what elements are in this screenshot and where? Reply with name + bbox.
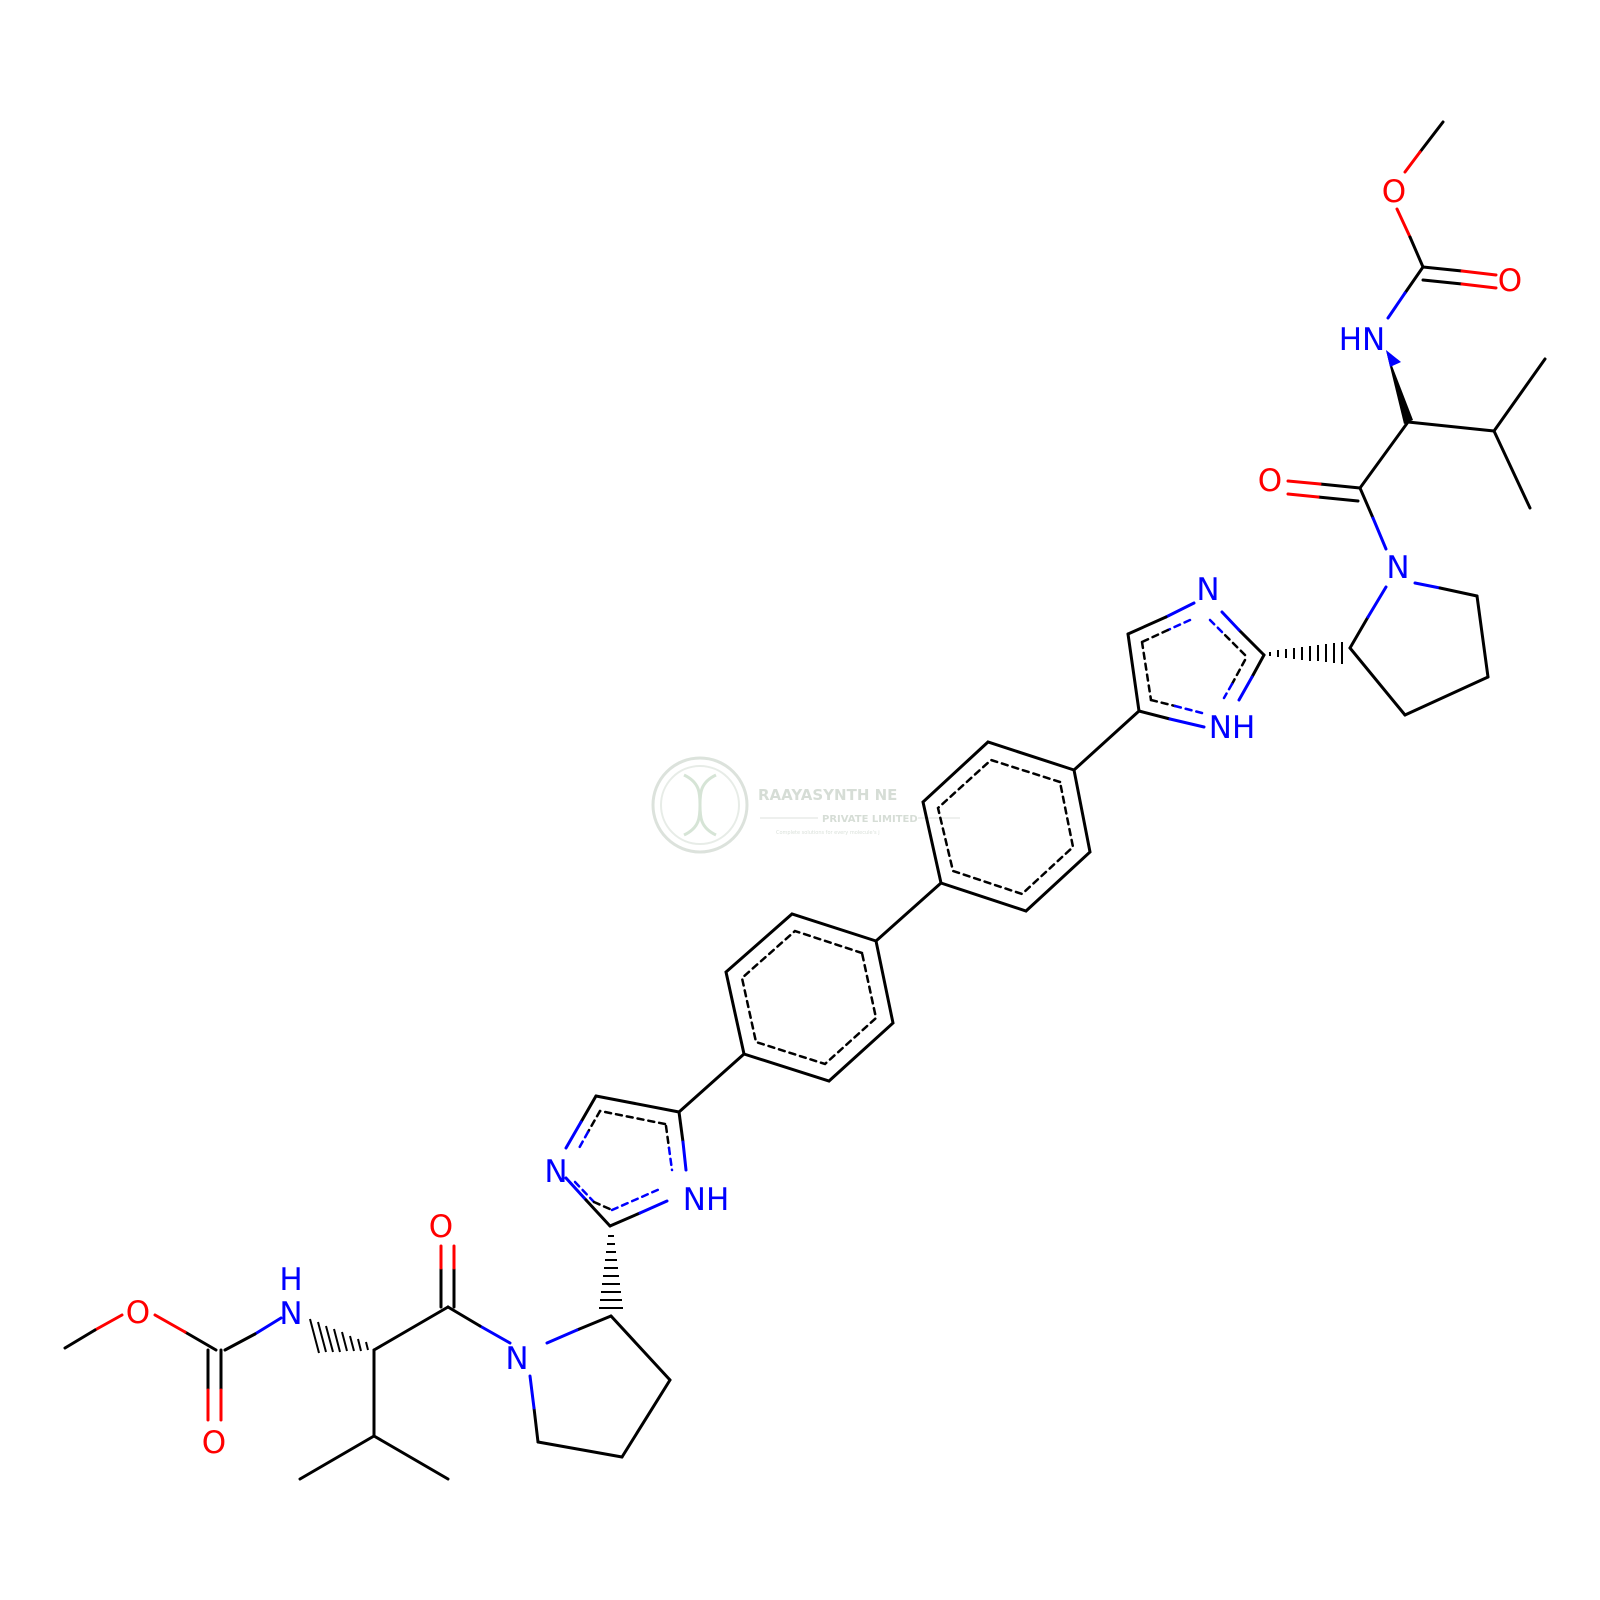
atom-o-carbonyl-top: O [1498, 263, 1522, 299]
atom-labels: O O HN O N N NH N NH O N H N O O [126, 174, 1522, 1461]
atom-n-carbamate-bottom: N [279, 1296, 302, 1332]
top-pyrrolidine-ring [1348, 581, 1490, 717]
watermark: RAAYASYNTH NE PRIVATE LIMITED Complete s… [651, 756, 960, 854]
atom-nh-carbamate-top: HN [1339, 322, 1386, 358]
atom-n-pyrrolidine-bottom: N [505, 1341, 528, 1377]
atom-o-methoxy-top: O [1382, 174, 1406, 210]
watermark-logo-icon [651, 756, 749, 854]
bottom-carbamate-valine-group [63, 1244, 512, 1481]
atom-n-imidazole-top: N [1196, 572, 1219, 608]
biphenyl-ring-lower [677, 912, 895, 1114]
stereo-hash-bond [309, 1318, 369, 1354]
stereo-hash-bond [1269, 642, 1343, 664]
atom-n-imidazole-bottom: N [544, 1154, 567, 1190]
atom-n-pyrrolidine-top: N [1386, 550, 1409, 586]
atom-o-methoxy-bottom: O [126, 1295, 150, 1331]
biphenyl-ring-upper [874, 740, 1092, 943]
bottom-imidazole-ring [564, 1094, 688, 1228]
atom-h-carbamate-bottom: H [279, 1262, 302, 1298]
watermark-tagline: Complete solutions for every molecule's … [776, 830, 880, 836]
bottom-pyrrolidine-ring [528, 1314, 672, 1459]
stereo-hash-bond [599, 1235, 623, 1309]
atom-o-amide-top: O [1258, 463, 1282, 499]
atom-o-amide-bottom: O [429, 1209, 453, 1245]
stereo-wedge-bond [1386, 350, 1413, 424]
watermark-subtitle: PRIVATE LIMITED [822, 814, 918, 825]
top-imidazole-ring [1072, 601, 1266, 772]
watermark-title: RAAYASYNTH NE [758, 786, 897, 804]
top-carbamate-valine-group [1286, 120, 1547, 551]
atom-nh-imidazole-bottom: NH [683, 1182, 730, 1218]
atom-nh-imidazole-top: NH [1209, 710, 1256, 746]
atom-o-carbonyl-bottom: O [202, 1425, 226, 1461]
